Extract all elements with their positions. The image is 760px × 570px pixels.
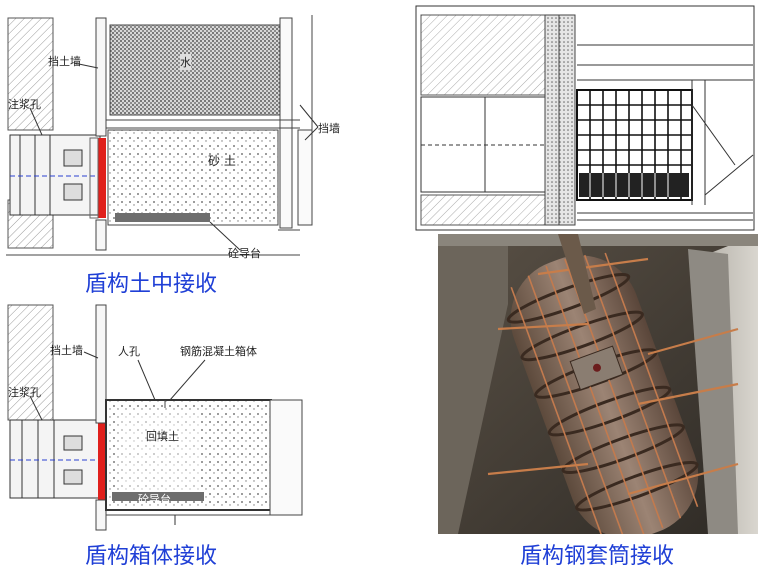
label-guide-platform: 砼导台 <box>138 493 171 506</box>
red-seal <box>98 138 106 218</box>
label-wall: 挡墙 <box>318 122 340 135</box>
sleeve-drawing <box>415 5 755 231</box>
label-grouting-hole: 注浆孔 <box>8 386 41 399</box>
caption-soil-reception: 盾构土中接收 <box>85 272 218 297</box>
label-guide-platform: 砼导台 <box>228 247 261 260</box>
water-zone <box>109 24 281 116</box>
caption-sleeve-reception: 盾构钢套筒接收 <box>520 544 675 569</box>
label-manhole: 人孔 <box>118 345 140 358</box>
box-reception-diagram <box>7 304 303 531</box>
sleeve-photo <box>438 234 758 534</box>
vertical-pipe <box>558 234 596 314</box>
soil-reception-diagram <box>6 15 319 256</box>
label-retaining-wall: 挡土墙 <box>50 344 83 357</box>
red-seal <box>98 422 106 500</box>
panel-box-reception: 挡土墙 人孔 钢筋混凝土箱体 注浆孔 回填土 砼导台 <box>0 300 330 535</box>
label-sandy-soil: 砂 土 <box>208 154 236 168</box>
concrete-guide-platform <box>115 213 210 222</box>
shield-machine <box>9 419 101 499</box>
label-backfill: 回填土 <box>146 430 179 443</box>
concrete-guide-platform <box>112 492 204 501</box>
retaining-wall <box>7 17 54 131</box>
sandy-soil-zone <box>107 129 279 226</box>
sleeve-drawing-svg <box>415 5 755 231</box>
panel-soil-reception: 挡土墙 注浆孔 水 挡墙 砂 土 砼导台 <box>0 0 340 260</box>
shield-machine <box>9 134 101 216</box>
label-rc-box: 钢筋混凝土箱体 <box>180 345 257 358</box>
retaining-wall <box>7 304 54 421</box>
sleeve-photo-svg <box>438 234 758 534</box>
tunnel-segment <box>420 96 547 193</box>
label-grouting-hole: 注浆孔 <box>8 98 41 111</box>
label-retaining-wall: 挡土墙 <box>48 55 81 68</box>
caption-box-reception: 盾构箱体接收 <box>85 544 218 569</box>
label-water: 水 <box>180 54 191 70</box>
